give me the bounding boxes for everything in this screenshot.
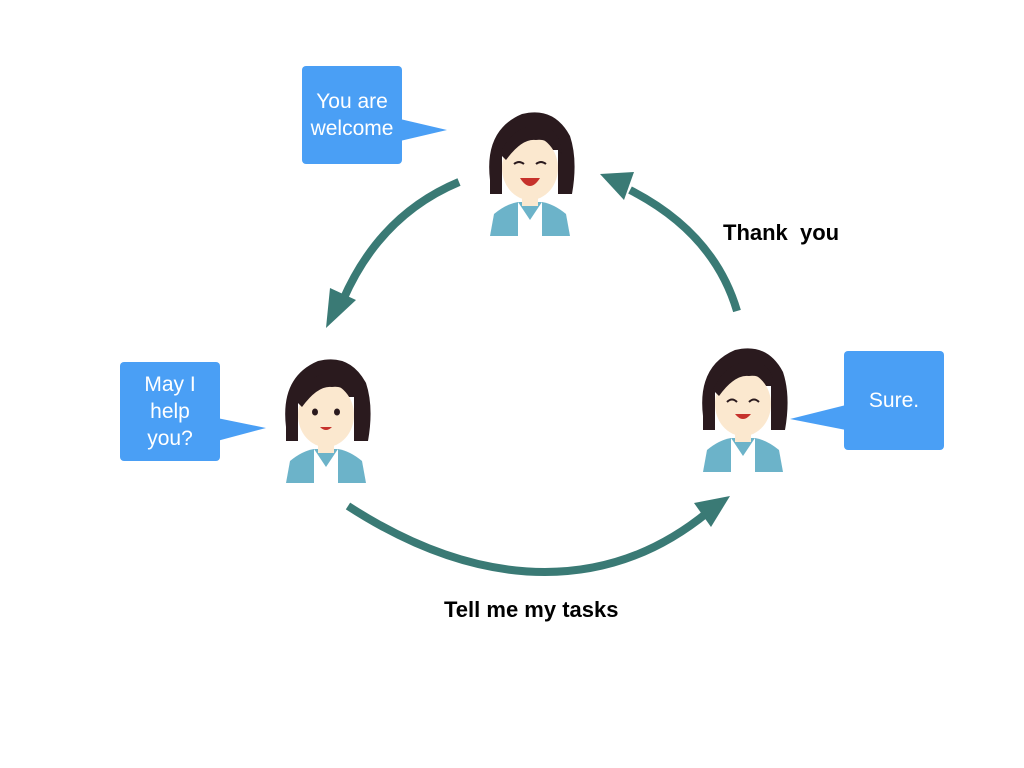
bubble-left-tail: [217, 418, 266, 441]
speech-bubble-left: May I help you?: [120, 362, 220, 461]
arrow-top-to-left-head: [326, 288, 356, 328]
arrow-left-to-right-head: [694, 496, 730, 527]
arrow-top-to-left: [339, 178, 461, 302]
bubble-top-tail: [400, 119, 447, 141]
avatar-left-head: [285, 359, 371, 447]
speech-bubble-left-line-2: help: [150, 400, 190, 423]
avatar-left-smiling: [285, 359, 371, 483]
label-thank-you: Thank you: [723, 220, 840, 245]
speech-bubble-right-line-1: Sure.: [868, 389, 920, 412]
speech-bubble-top: You are welcome: [302, 66, 402, 164]
avatar-right-happy: [702, 348, 788, 472]
arrow-left-to-right: [345, 502, 711, 577]
arrow-right-to-top-head: [600, 172, 634, 200]
label-tell-me-my-tasks: Tell me my tasks: [444, 597, 619, 622]
speech-bubble-top-line-2: welcome: [310, 117, 394, 140]
speech-bubble-right: Sure.: [844, 351, 944, 450]
arrow-right-to-top: [628, 186, 741, 313]
avatar-top-head: [489, 112, 575, 200]
speech-bubble-left-line-1: May I: [144, 373, 196, 396]
avatar-top-laughing: [489, 112, 575, 236]
speech-bubble-top-line-1: You are: [316, 90, 388, 113]
speech-bubble-left-line-3: you?: [147, 427, 193, 450]
avatar-right-head: [702, 348, 788, 436]
bubble-right-tail: [790, 405, 846, 430]
